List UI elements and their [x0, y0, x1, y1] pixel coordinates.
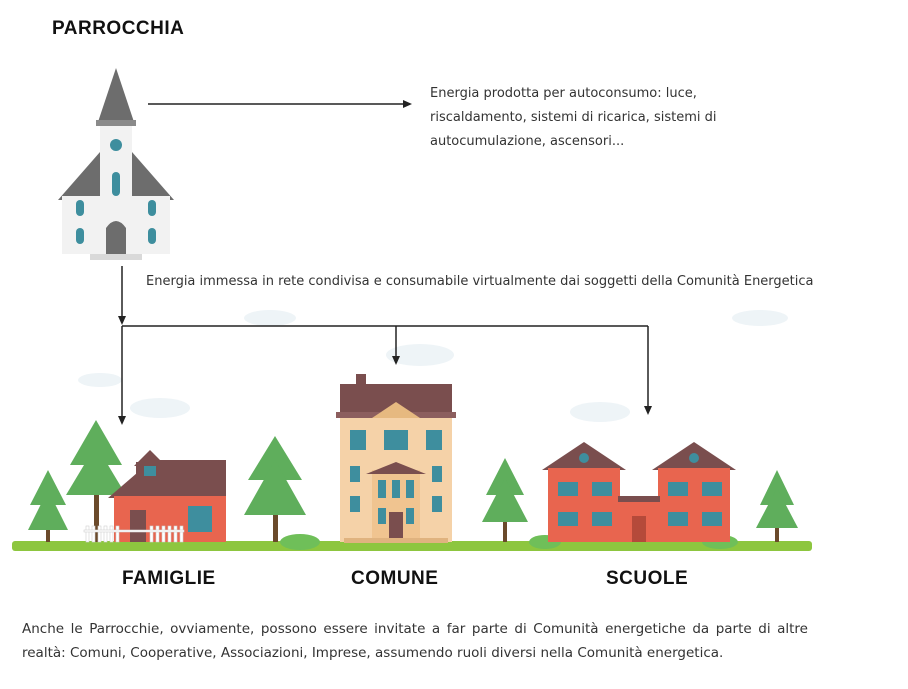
school-building-icon — [542, 442, 736, 542]
background-clouds — [78, 310, 788, 422]
autoconsumo-note: Energia prodotta per autoconsumo: luce, … — [430, 86, 717, 149]
tree-icon — [28, 470, 68, 542]
ground — [12, 541, 812, 551]
tree-icon — [756, 470, 798, 542]
scuole-label: SCUOLE — [606, 568, 689, 589]
distribution-arrows — [121, 266, 649, 418]
tree-icon — [482, 458, 528, 542]
church-icon — [58, 68, 174, 260]
tree-icon — [244, 436, 306, 542]
rete-note: Energia immessa in rete condivisa e cons… — [146, 274, 814, 289]
footer-paragraph: Anche le Parrocchie, ovviamente, possono… — [22, 621, 808, 661]
energy-community-diagram — [12, 68, 812, 551]
arrow-heads — [118, 316, 652, 425]
famiglie-label: FAMIGLIE — [122, 568, 216, 589]
parrocchia-label: PARROCCHIA — [52, 18, 185, 39]
tree-icon — [66, 420, 126, 542]
comune-label: COMUNE — [351, 568, 439, 589]
autoconsumo-arrow — [148, 100, 412, 108]
comune-building-icon — [336, 374, 456, 543]
family-house-icon — [83, 450, 226, 543]
